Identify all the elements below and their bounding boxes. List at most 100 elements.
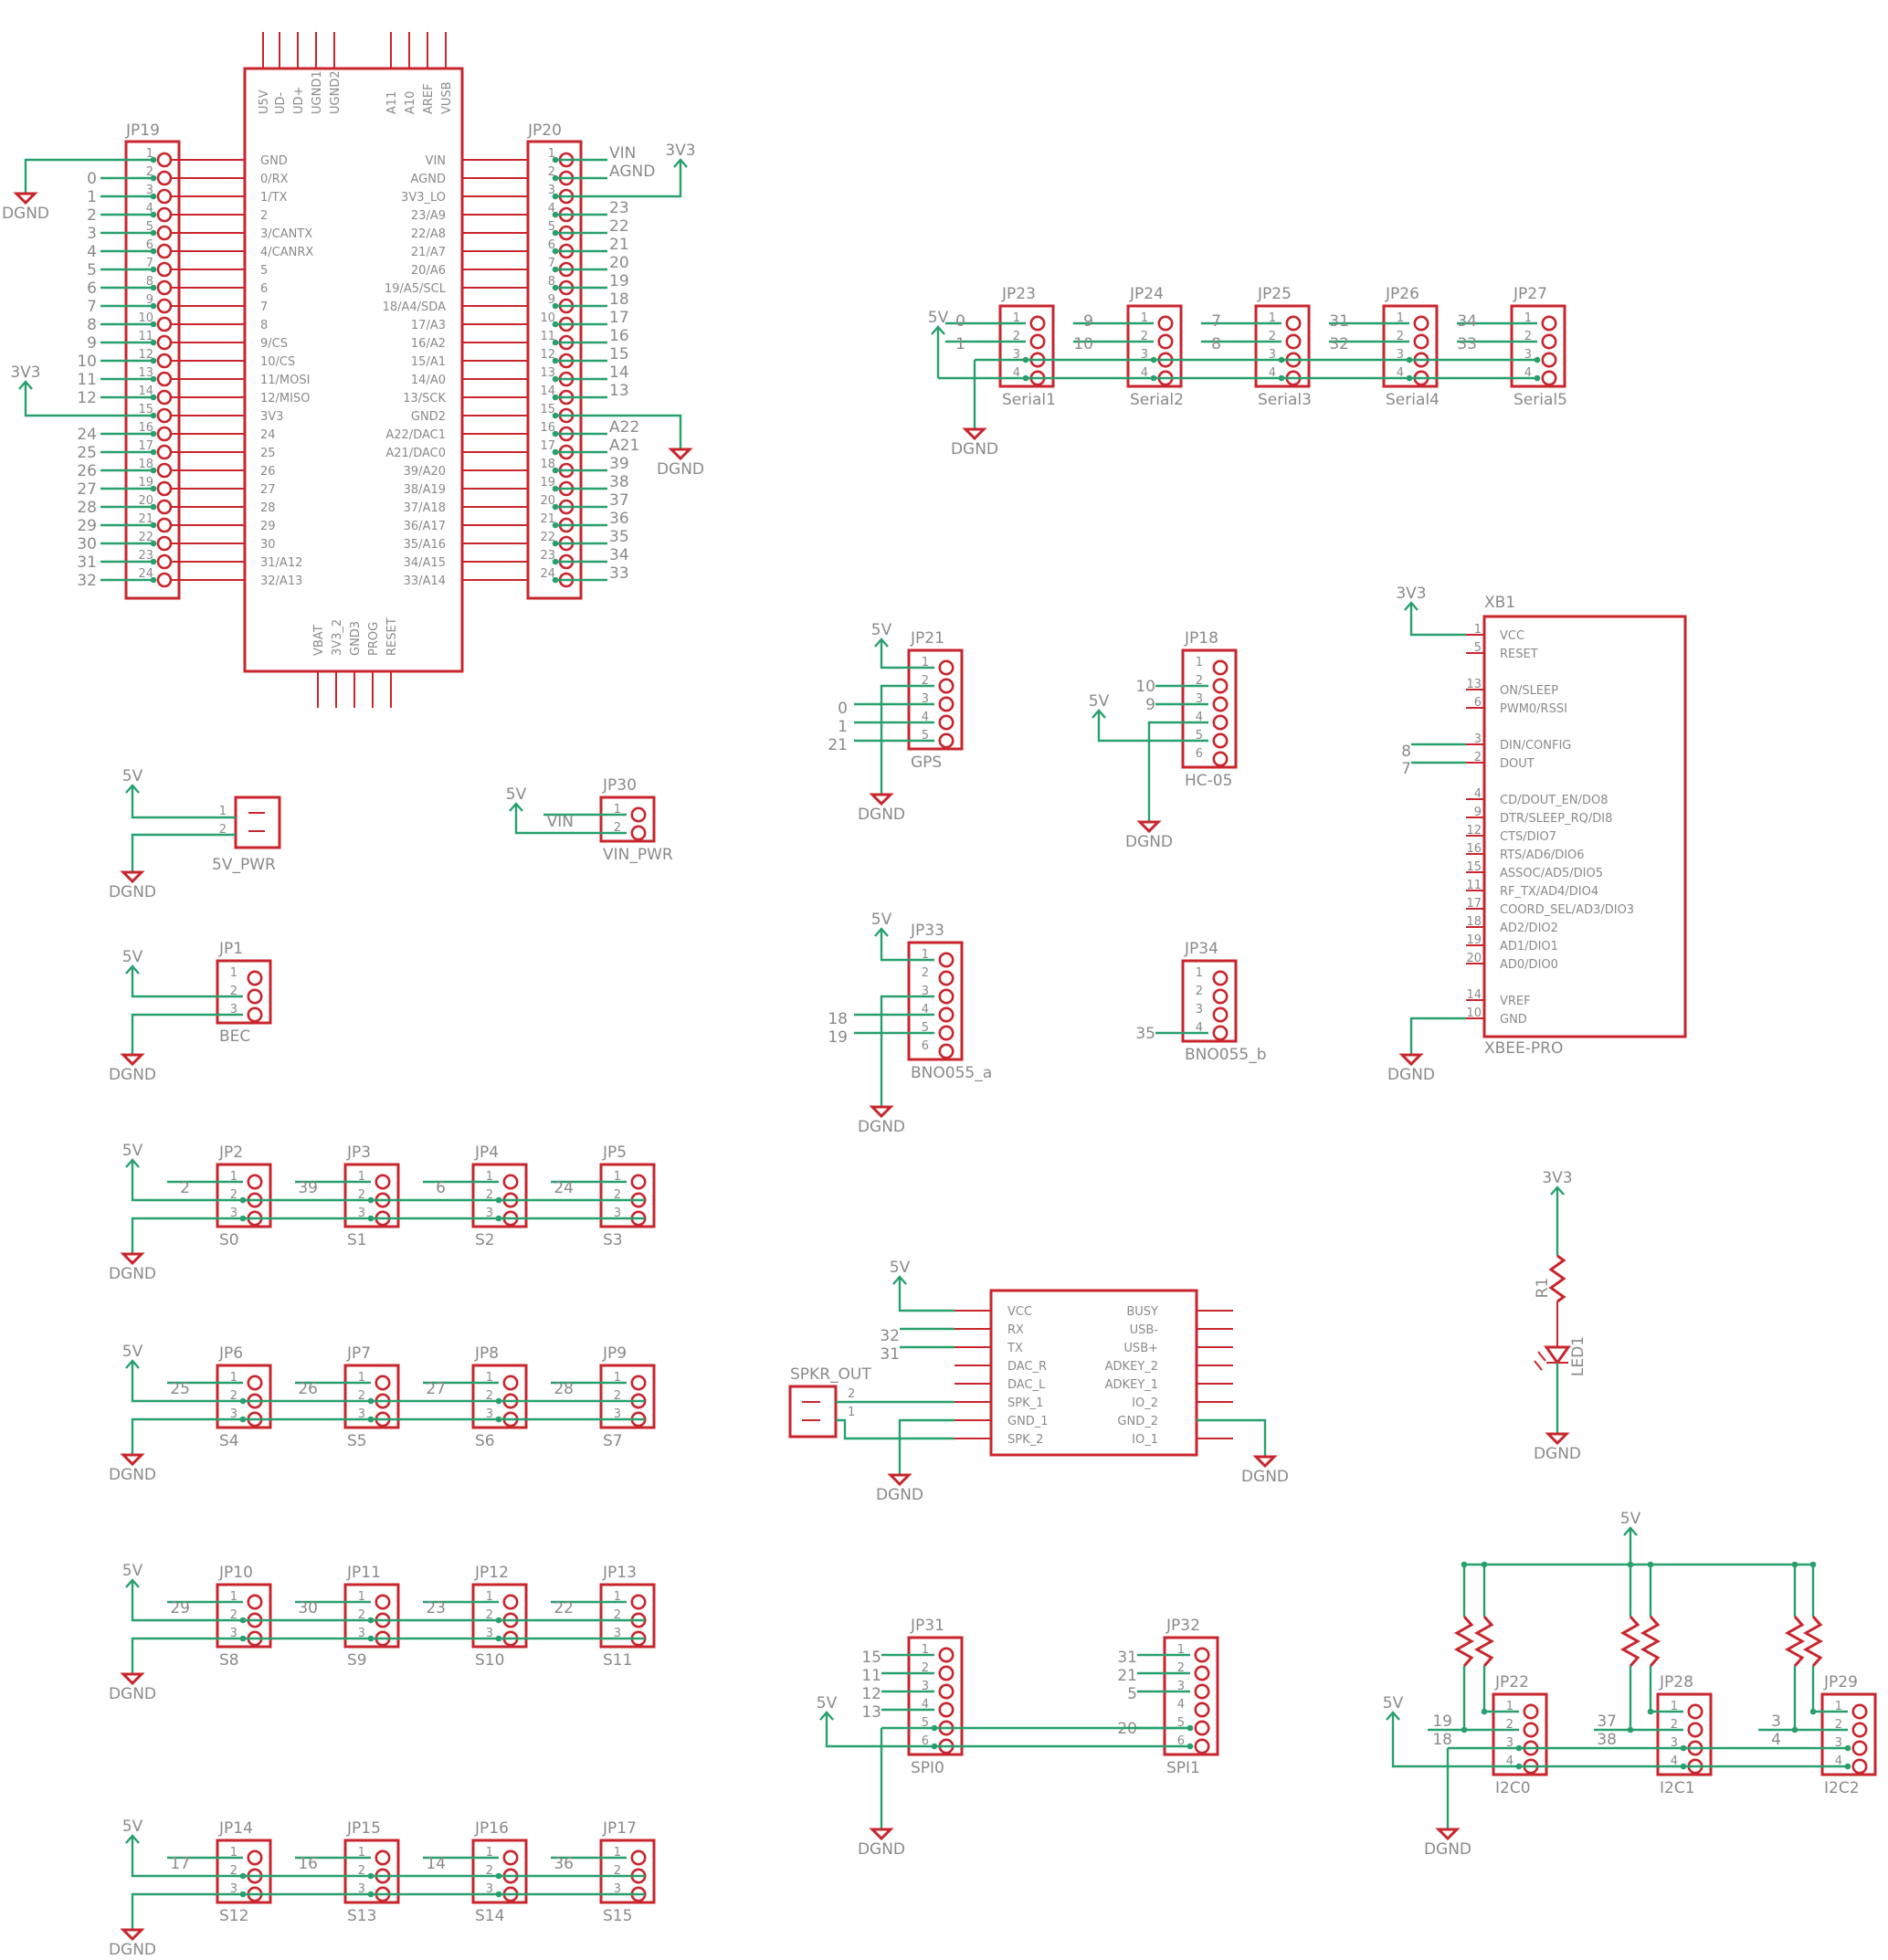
header-body <box>599 1583 656 1649</box>
component-value: S2 <box>475 1231 495 1249</box>
teensy-pin-label: 39/A20 <box>404 465 446 479</box>
supply-label: 3V3 <box>1396 585 1426 603</box>
pin-number: 11 <box>540 330 555 343</box>
net-label: 14 <box>426 1855 446 1873</box>
ground-symbol <box>962 427 987 441</box>
supply-symbol <box>931 325 945 335</box>
pin-number: 2 <box>1196 985 1203 998</box>
header-pin <box>1285 315 1302 332</box>
mp3-pin-label: TX <box>1007 1342 1023 1355</box>
pullup-resistor <box>1784 1616 1806 1667</box>
pin-number: 7 <box>548 257 555 270</box>
ground-label: DGND <box>876 1486 923 1504</box>
net-label: 11 <box>77 371 97 389</box>
ground-label: DGND <box>1424 1840 1471 1859</box>
pin-number: 8 <box>548 275 555 289</box>
pin-number: 17 <box>1466 897 1482 911</box>
component-value: BEC <box>219 1027 250 1046</box>
header-pin <box>247 1174 263 1190</box>
pin-number: 4 <box>1671 1755 1678 1768</box>
net-label: 2 <box>87 206 97 225</box>
component-name: JP15 <box>346 1819 381 1838</box>
supply-label: 5V <box>1620 1510 1641 1528</box>
header-pin <box>156 553 173 570</box>
pin-number: 1 <box>146 147 153 161</box>
wire <box>131 1580 645 1622</box>
pin-number: 2 <box>922 1661 929 1675</box>
header-pin <box>156 353 173 369</box>
pin-number: 2 <box>614 1608 621 1622</box>
pin-number: 3 <box>1524 348 1532 362</box>
header-pin <box>1285 333 1302 350</box>
net-label: 8 <box>87 316 97 334</box>
mp3-pin-label: GND_2 <box>1117 1415 1158 1428</box>
net-label: 14 <box>609 364 629 382</box>
net-label: 30 <box>298 1599 318 1618</box>
net-label: 8 <box>1401 743 1411 761</box>
pin-number: 3 <box>922 1680 929 1693</box>
pin-number: 17 <box>138 439 153 453</box>
ground-label: DGND <box>1387 1066 1435 1084</box>
component-name: JP18 <box>1184 629 1218 648</box>
teensy-pin-label: 19/A5/SCL <box>385 282 447 296</box>
net-label: VIN <box>609 144 636 163</box>
net-label: 24 <box>77 426 97 444</box>
net-label: A22 <box>609 418 639 437</box>
ground-label: DGND <box>109 1466 156 1484</box>
header-body <box>599 1839 656 1904</box>
net-label: 39 <box>298 1179 318 1197</box>
component-value: S6 <box>475 1432 495 1450</box>
pin-number: 4 <box>1397 366 1404 380</box>
supply-symbol <box>125 1834 140 1844</box>
pin-number: 4 <box>922 711 929 724</box>
component-name: JP30 <box>602 776 637 795</box>
ground-label: DGND <box>109 883 156 901</box>
wire <box>131 1217 645 1254</box>
pin-number: 4 <box>1835 1755 1842 1768</box>
pin-number: 1 <box>358 1590 365 1604</box>
header-pin <box>156 499 173 515</box>
pin-number: 5 <box>548 220 555 234</box>
header-pin <box>247 1006 263 1023</box>
pin-number: 6 <box>1196 747 1203 761</box>
pin-number: 24 <box>138 567 153 581</box>
component-value: S14 <box>475 1907 504 1925</box>
xbee-pin-label: ASSOC/AD5/DIO5 <box>1500 867 1603 880</box>
pin-number: 2 <box>614 1188 621 1202</box>
header-pin <box>1851 1703 1868 1720</box>
mp3-pin-label: SPK_2 <box>1007 1433 1043 1447</box>
junction-dot <box>1680 1744 1687 1752</box>
header-pin <box>1194 1683 1210 1700</box>
supply-symbol <box>1092 709 1106 719</box>
header-pin <box>938 659 955 676</box>
junction-dot <box>1022 356 1029 364</box>
pin-number: 1 <box>548 147 555 161</box>
header-pin <box>156 334 173 351</box>
wire <box>880 684 934 795</box>
pin-number: 2 <box>1141 330 1148 343</box>
header-pin <box>938 1006 955 1023</box>
teensy-pin-label: 21/A7 <box>411 246 446 259</box>
pin-number: 1 <box>358 1170 365 1184</box>
header-body <box>526 140 583 600</box>
header-pin <box>502 1174 519 1190</box>
spi-section: 123456JP31SPI0123456JP32SPI1151112133121… <box>817 1617 1219 1859</box>
component-value: S15 <box>603 1907 632 1925</box>
pin-number: 6 <box>1177 1734 1185 1748</box>
header-pin <box>1194 1702 1210 1718</box>
header-pin <box>247 1849 263 1866</box>
pin-number: 1 <box>486 1371 493 1385</box>
component-value: SPI0 <box>911 1759 944 1777</box>
xbee-pin-label: ON/SLEEP <box>1500 684 1558 698</box>
ground-symbol <box>1435 1828 1461 1841</box>
pin-number: 2 <box>848 1387 855 1401</box>
net-label: 23 <box>426 1599 446 1618</box>
teensy-pin-label: 2 <box>260 209 268 223</box>
junction-dot <box>1515 1763 1523 1770</box>
net-label: 38 <box>609 473 629 491</box>
teensy-pin-label: 4/CANRX <box>260 246 313 259</box>
wire <box>24 158 153 194</box>
net-label: 18 <box>1432 1731 1452 1749</box>
pin-number: 7 <box>146 257 153 270</box>
pullup-resistor <box>1473 1616 1495 1667</box>
